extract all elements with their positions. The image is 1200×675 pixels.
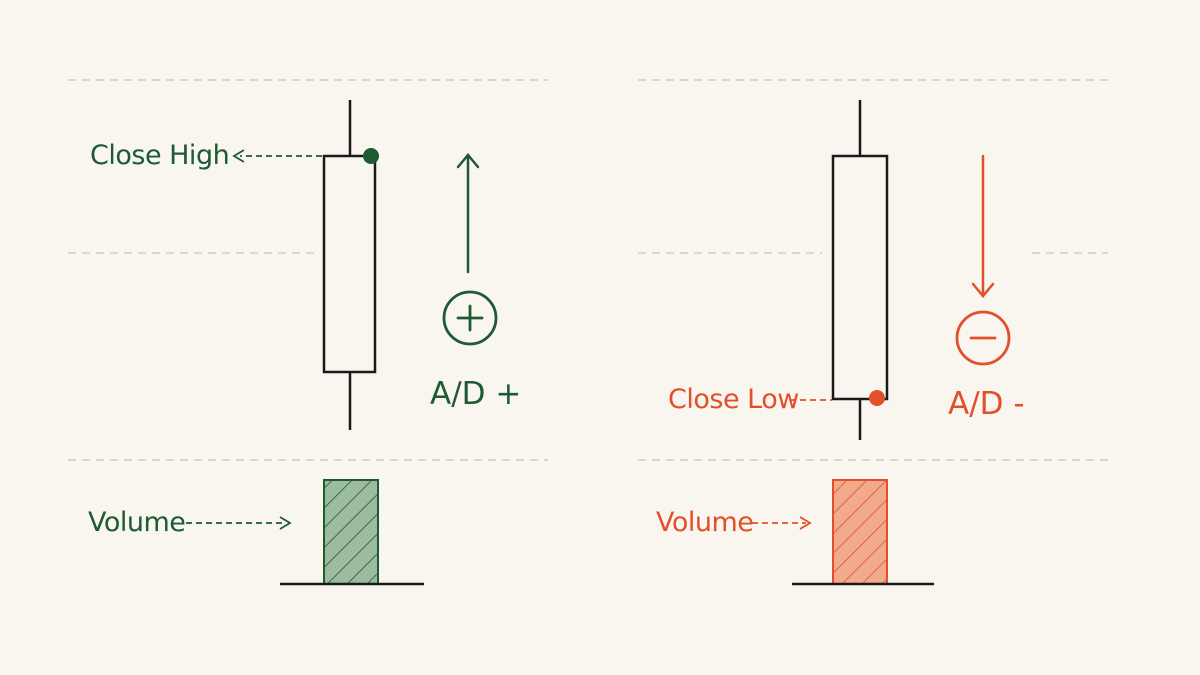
volume-leader-right [752,516,812,530]
close-high-leader [232,149,322,163]
close-low-label: Close Low [668,384,799,415]
candle-body [831,154,889,401]
arrow-down-icon [971,154,995,298]
bullish-volume [280,479,424,586]
arrow-up-icon [456,153,480,274]
plus-circle-icon [442,290,498,346]
ad-minus-label: A/D - [948,386,1025,422]
ad-plus-label: A/D + [430,376,522,412]
close-low-marker [869,390,885,406]
bearish-candle [831,100,889,440]
volume-label-right: Volume [656,507,754,538]
bullish-candle [322,100,377,430]
close-high-marker [363,148,379,164]
volume-leader-left [186,516,292,530]
candle-body [322,154,377,374]
close-high-label: Close High [90,140,230,171]
minus-circle-icon [955,310,1011,366]
gridlines [68,79,1108,461]
bearish-volume [792,479,934,586]
volume-label-left: Volume [88,507,186,538]
